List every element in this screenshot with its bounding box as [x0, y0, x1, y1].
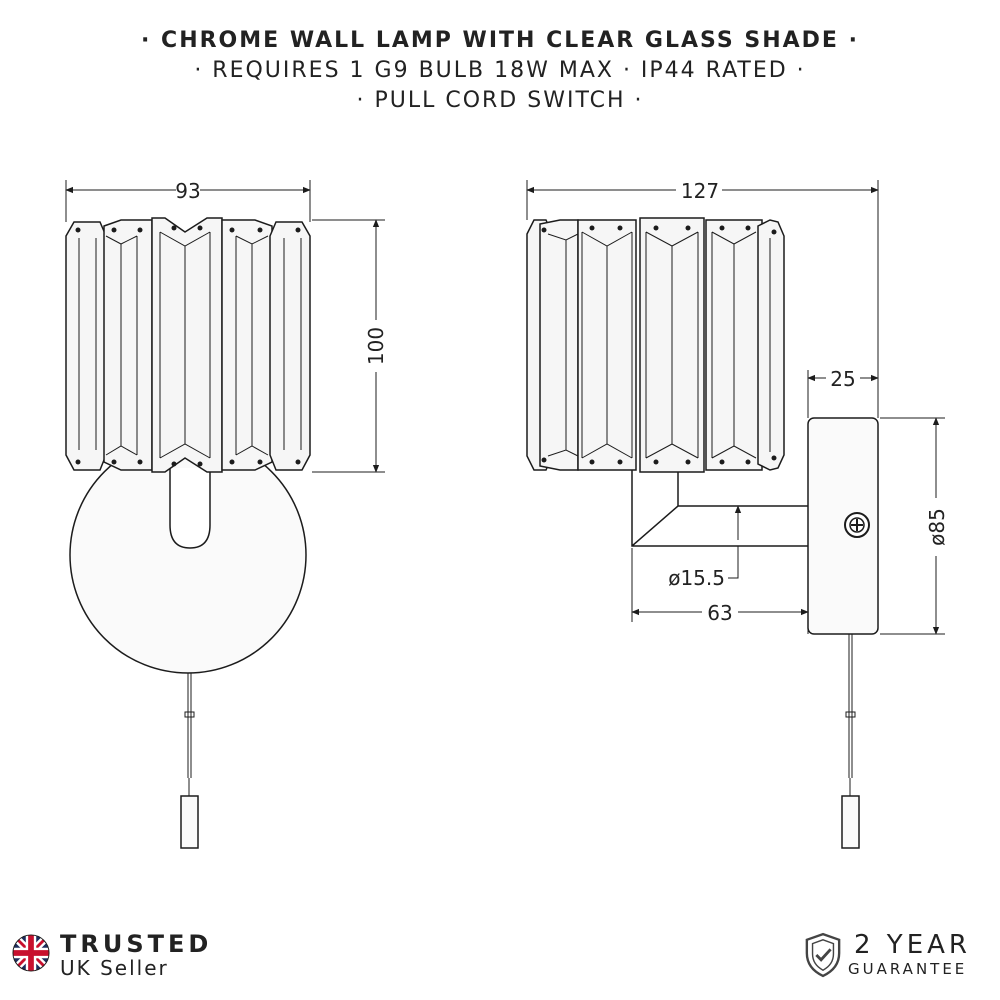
front-shade-facets: [78, 231, 302, 459]
front-width-label: 93: [175, 179, 200, 203]
shield-check-icon: [805, 932, 841, 978]
side-width-label: 127: [681, 179, 719, 203]
front-width-dimension: [65, 180, 311, 222]
front-shade-rivets: [75, 225, 301, 467]
backplate-diameter-label: ø85: [925, 508, 949, 546]
front-height-dimension: [312, 219, 385, 473]
front-pull-cord: [180, 673, 199, 849]
front-shade: [65, 217, 311, 473]
side-shade-facets: [539, 231, 771, 459]
side-arm: [631, 470, 808, 547]
backplate-depth-dimension: [807, 370, 879, 418]
side-backplate: [807, 417, 879, 635]
uk-seller-label: UK Seller: [60, 956, 169, 980]
spec-switch: · PULL CORD SWITCH ·: [356, 88, 644, 113]
arm-diameter-dimension: [728, 505, 742, 579]
arm-length-dimension: [631, 548, 809, 634]
front-height-label: 100: [364, 327, 388, 365]
spec-header: · CHROME WALL LAMP WITH CLEAR GLASS SHAD…: [0, 26, 1000, 116]
front-view: 93 100: [65, 179, 388, 849]
spec-requirements: · REQUIRES 1 G9 BULB 18W MAX · IP44 RATE…: [194, 58, 806, 83]
screw-icon: [844, 512, 870, 538]
guarantee-label: GUARANTEE: [848, 960, 968, 978]
arm-length-label: 63: [707, 601, 732, 625]
front-arm: [169, 468, 211, 549]
trusted-label: TRUSTED: [60, 930, 213, 958]
guarantee-badge: 2 YEAR GUARANTEE: [804, 930, 994, 982]
spec-title: · CHROME WALL LAMP WITH CLEAR GLASS SHAD…: [141, 28, 859, 53]
uk-flag-icon: [12, 934, 50, 972]
backplate-diameter-dimension: [880, 417, 945, 635]
backplate-depth-label: 25: [830, 367, 855, 391]
arm-diameter-label: ø15.5: [668, 566, 725, 590]
side-view: 127 25 ø85 ø15.5 63: [526, 179, 949, 849]
guarantee-years-label: 2 YEAR: [854, 930, 971, 960]
side-shade-rivets: [541, 225, 777, 465]
side-pull-cord: [841, 634, 860, 849]
